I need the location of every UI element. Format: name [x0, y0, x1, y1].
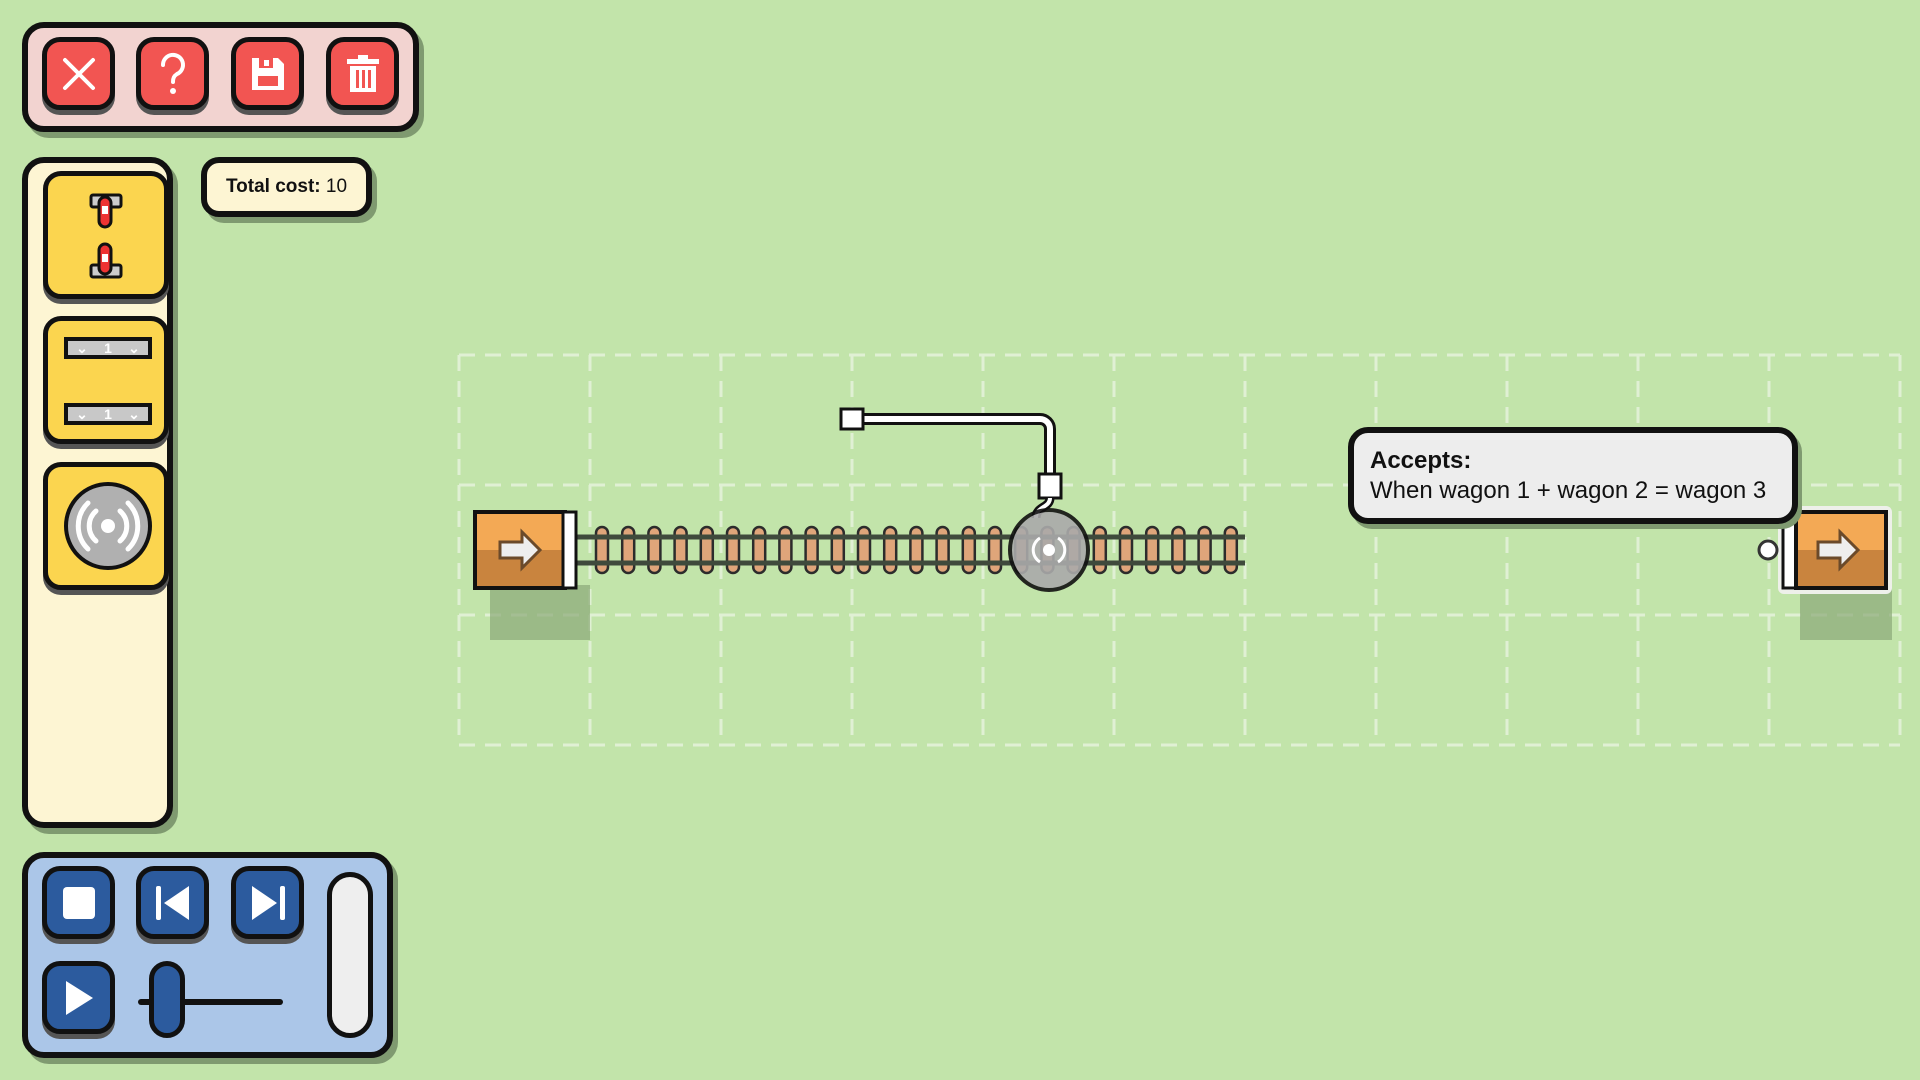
- track-tie: [882, 525, 898, 575]
- step-forward-icon: [251, 885, 285, 920]
- track-tie: [987, 525, 1003, 575]
- track-tie: [961, 525, 977, 575]
- track-tie: [1171, 525, 1186, 575]
- track-tie: [1092, 525, 1108, 575]
- track-tie: [1144, 525, 1160, 575]
- palette-coupler[interactable]: [43, 171, 169, 299]
- tooltip-title: Accepts:: [1370, 447, 1472, 474]
- track-tie: [725, 525, 741, 575]
- track-tie: [620, 525, 636, 575]
- cable-plug: [839, 407, 865, 431]
- palette-counter[interactable]: ⌄1⌄ ⌄1⌄: [43, 316, 169, 444]
- play-button[interactable]: [42, 961, 115, 1034]
- track-tie: [594, 525, 610, 575]
- trash-icon: [346, 54, 379, 92]
- component-palette: ⌄1⌄ ⌄1⌄: [22, 157, 173, 828]
- tooltip-text: When wagon 1 + wagon 2 = wagon 3: [1370, 477, 1767, 504]
- arrow-right-icon: [1816, 528, 1861, 572]
- sensor-on-track: [1008, 508, 1090, 592]
- counter-field-2: ⌄1⌄: [64, 403, 152, 425]
- chevron-down-icon: ⌄: [76, 405, 88, 422]
- track-tie: [830, 525, 846, 575]
- track-tie: [804, 525, 819, 575]
- sensor-icon: [64, 482, 152, 570]
- track-tie: [1223, 525, 1239, 575]
- stop-icon: [62, 886, 95, 919]
- step-back-icon: [155, 885, 189, 920]
- accepts-tooltip: Accepts: When wagon 1 + wagon 2 = wagon …: [1348, 427, 1798, 524]
- palette-sensor[interactable]: [43, 462, 169, 590]
- track-tie: [751, 525, 767, 575]
- track-tie: [935, 525, 950, 575]
- save-button[interactable]: [231, 37, 304, 110]
- counter-field-1: ⌄1⌄: [64, 337, 152, 359]
- track-tie: [909, 525, 924, 575]
- chevron-down-icon: ⌄: [128, 339, 140, 356]
- track-tie: [778, 525, 793, 575]
- stop-button[interactable]: [42, 866, 115, 939]
- coupler-icon: [89, 193, 123, 279]
- step-back-button[interactable]: [136, 866, 209, 939]
- track-tie: [856, 525, 872, 575]
- speed-slider-thumb[interactable]: [149, 961, 185, 1038]
- chevron-down-icon: ⌄: [76, 339, 88, 356]
- arrow-right-icon: [498, 528, 543, 572]
- help-button[interactable]: [136, 37, 209, 110]
- start-station: [473, 510, 578, 590]
- end-station: [1757, 506, 1892, 594]
- close-button[interactable]: [42, 37, 115, 110]
- play-icon: [65, 980, 93, 1015]
- save-icon: [251, 57, 284, 90]
- close-icon: [62, 57, 95, 90]
- step-forward-button[interactable]: [231, 866, 304, 939]
- speed-slider-track[interactable]: [138, 999, 283, 1005]
- track-tie: [699, 525, 715, 575]
- total-cost-box: Total cost: 10: [201, 157, 372, 217]
- delete-button[interactable]: [326, 37, 399, 110]
- track-tie: [1197, 525, 1212, 575]
- track-tie: [673, 525, 688, 575]
- help-icon: [160, 52, 185, 94]
- progress-bar: [327, 872, 373, 1038]
- track-tie: [1118, 525, 1134, 575]
- track-tie: [647, 525, 662, 575]
- chevron-down-icon: ⌄: [128, 405, 140, 422]
